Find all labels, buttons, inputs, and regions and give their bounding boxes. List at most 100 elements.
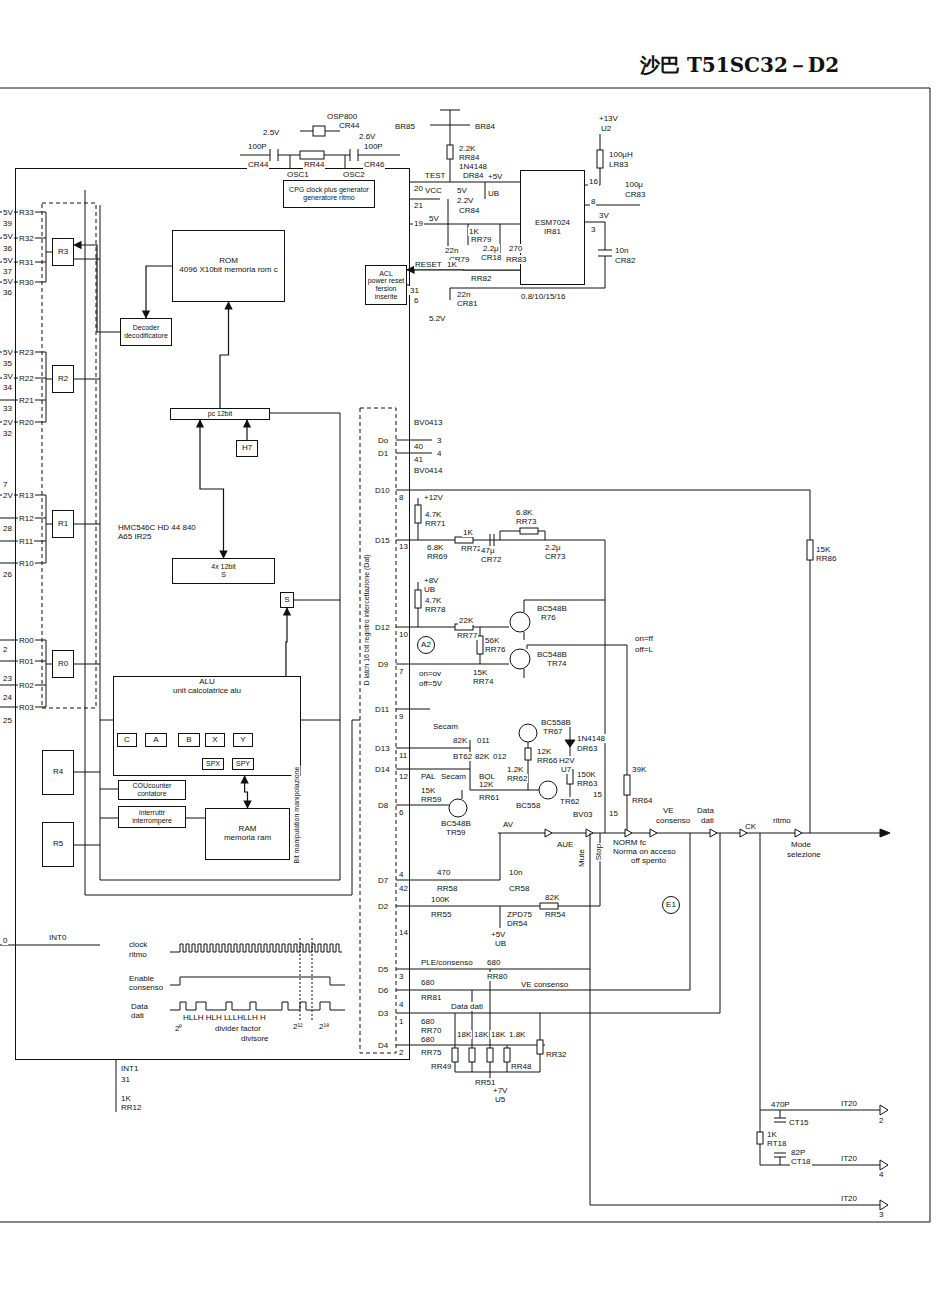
schematic-label: RR78 bbox=[424, 605, 446, 614]
schematic-label: CR73 bbox=[544, 552, 566, 561]
connector bbox=[407, 269, 520, 270]
schematic-label: CK bbox=[744, 822, 757, 831]
schematic-label: BR85 bbox=[394, 122, 416, 131]
schematic-label: 270 bbox=[508, 244, 523, 253]
schematic-label: +7V bbox=[492, 1086, 508, 1095]
schematic-label: 3 bbox=[878, 1210, 884, 1219]
connector bbox=[200, 420, 224, 558]
schematic-label: RR71 bbox=[424, 519, 446, 528]
schematic-label: 42 bbox=[398, 884, 409, 893]
schematic-label: 36 bbox=[2, 244, 13, 253]
function-block: H7 bbox=[236, 440, 258, 457]
schematic-label: 82K bbox=[452, 736, 468, 745]
function-block: C bbox=[117, 733, 137, 747]
schematic-label: UB bbox=[494, 939, 507, 948]
schematic-label: DR63 bbox=[576, 744, 598, 753]
wire bbox=[760, 833, 880, 1165]
wire bbox=[360, 408, 396, 1053]
schematic-label: Norma on acceso bbox=[612, 847, 677, 856]
node-text: R3 bbox=[54, 248, 72, 257]
wire bbox=[415, 505, 421, 523]
schematic-label: 6 bbox=[413, 296, 419, 305]
schematic-label: Mute bbox=[577, 848, 586, 868]
node-text: H7 bbox=[238, 444, 256, 453]
schematic-label: 2V bbox=[2, 418, 14, 427]
schematic-label: 20 bbox=[413, 184, 424, 193]
function-block: RAMmemoria ram bbox=[205, 808, 290, 860]
function-block: B bbox=[178, 733, 200, 747]
schematic-label: divider factor bbox=[214, 1024, 262, 1033]
schematic-label: 2⁰ bbox=[174, 1024, 183, 1033]
schematic-label: UB bbox=[423, 585, 436, 594]
schematic-label: 680 bbox=[420, 1017, 435, 1026]
schematic-label: off=5V bbox=[418, 679, 443, 688]
schematic-label: RR77 bbox=[456, 631, 478, 640]
node-text: pc 12bit bbox=[172, 410, 268, 418]
schematic-label: R20 bbox=[18, 418, 35, 427]
schematic-label: clock bbox=[128, 940, 148, 949]
schematic-label: Mode bbox=[790, 840, 812, 849]
wire bbox=[455, 537, 473, 543]
schematic-label: CR58 bbox=[508, 884, 530, 893]
schematic-label: CT15 bbox=[788, 1118, 810, 1127]
schematic-label: D14 bbox=[374, 765, 391, 774]
schematic-label: 2.2μ bbox=[482, 244, 500, 253]
schematic-label: R03 bbox=[18, 703, 35, 712]
function-block: R1 bbox=[52, 510, 74, 538]
schematic-label: 2.6V bbox=[358, 132, 376, 141]
schematic-label: 36 bbox=[2, 288, 13, 297]
wire bbox=[452, 1048, 458, 1062]
schematic-label: 56K bbox=[484, 636, 500, 645]
schematic-label: 22K bbox=[458, 616, 474, 625]
schematic-label: consenso bbox=[655, 816, 691, 825]
wire bbox=[537, 1040, 543, 1054]
connector bbox=[286, 608, 287, 676]
schematic-label: 19 bbox=[413, 219, 424, 228]
schematic-label: 14 bbox=[398, 928, 409, 937]
schematic-label: 2¹² bbox=[292, 1022, 304, 1031]
node-text: ESM7024 bbox=[522, 219, 583, 228]
schematic-label: 22n bbox=[456, 290, 471, 299]
schematic-label: 2.5V bbox=[262, 128, 280, 137]
schematic-label: 3V bbox=[598, 211, 610, 220]
wire bbox=[525, 748, 531, 760]
schematic-label: 150K bbox=[576, 770, 597, 779]
schematic-label: off=L bbox=[634, 645, 654, 654]
wire bbox=[565, 740, 575, 747]
schematic-label: U7 bbox=[560, 765, 572, 774]
schematic-label: Secam bbox=[432, 722, 459, 731]
schematic-label: 470 bbox=[436, 868, 451, 877]
node-text: COUcounter contatore bbox=[120, 782, 184, 797]
timing-diagram bbox=[170, 938, 345, 1020]
schematic-label: Do bbox=[377, 436, 389, 445]
wire bbox=[624, 775, 630, 795]
schematic-label: R31 bbox=[18, 258, 35, 267]
node-text: ACL bbox=[367, 270, 405, 278]
wire bbox=[300, 151, 324, 159]
wire bbox=[510, 649, 530, 669]
schematic-label: 7 bbox=[2, 480, 8, 489]
schematic-label: BV03 bbox=[572, 810, 594, 819]
schematic-label: AUE bbox=[556, 840, 574, 849]
schematic-label: R23 bbox=[18, 348, 35, 357]
schematic-label: RR58 bbox=[436, 884, 458, 893]
schematic-label: 5V bbox=[2, 348, 14, 357]
schematic-label: 2.2V bbox=[456, 196, 474, 205]
schematic-label: PAL bbox=[420, 772, 437, 781]
schematic-label: D5 bbox=[377, 965, 389, 974]
node-text: ALU bbox=[115, 678, 299, 687]
function-block: COUcounter contatore bbox=[118, 780, 186, 800]
schematic-label: 11 bbox=[398, 751, 408, 760]
schematic-label: 5V bbox=[2, 256, 14, 265]
node-text: R5 bbox=[44, 840, 72, 849]
schematic-label: HLLH HLH LLLHLLH H bbox=[182, 1013, 267, 1022]
schematic-label: ZPD75 bbox=[506, 910, 533, 919]
schematic-label: RR54 bbox=[544, 910, 566, 919]
test-point-outline bbox=[663, 897, 680, 914]
schematic-label: 16 bbox=[588, 177, 599, 186]
schematic-label: U2 bbox=[600, 124, 612, 133]
schematic-label: 8 bbox=[590, 197, 596, 206]
function-block: R2 bbox=[52, 365, 74, 393]
wire bbox=[520, 528, 538, 534]
